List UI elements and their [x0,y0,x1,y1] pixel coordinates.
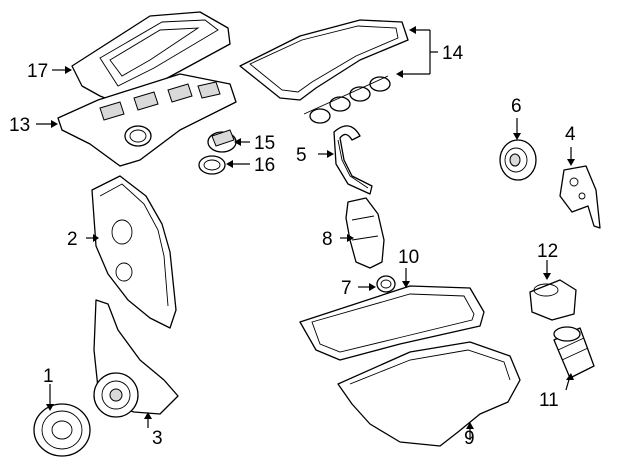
callout-10: 10 [398,247,419,268]
callout-15: 15 [254,133,275,154]
part-oil-filler-cap [207,129,237,153]
callout-9: 9 [464,428,475,449]
callout-4: 4 [565,124,576,145]
part-oil-cap-seal [198,155,226,175]
callout-17: 17 [27,61,48,82]
part-oil-filter-housing [529,279,577,321]
part-spark-plug-seals [303,75,391,124]
part-oil-pan [337,341,521,447]
part-front-cover [93,299,179,418]
part-valve-cover [57,73,237,167]
callout-14: 14 [442,43,464,64]
callout-labels: 1 2 3 4 5 6 7 8 9 10 11 12 13 14 15 16 1… [9,43,576,449]
part-oil-pump [345,197,385,269]
callout-8: 8 [322,229,333,250]
callout-1: 1 [43,366,54,387]
part-oil-pan-gasket [299,285,485,361]
part-oil-filter [553,326,595,379]
part-sprocket [499,139,537,181]
callout-13: 13 [9,115,30,136]
callout-16: 16 [254,155,275,176]
part-valve-cover-gasket [239,19,409,124]
callout-11: 11 [539,390,559,411]
part-timing-cover [91,175,177,329]
callout-2: 2 [67,229,78,250]
callout-12: 12 [537,241,558,262]
callout-3: 3 [152,428,163,449]
callout-7: 7 [341,278,352,299]
callout-leaders [36,26,575,440]
callout-5: 5 [296,145,307,166]
callout-6: 6 [511,96,522,117]
part-oil-pump-seal [376,275,396,293]
part-timing-chain [333,125,373,195]
part-crankshaft-pulley [33,403,91,457]
part-bracket [559,165,601,229]
